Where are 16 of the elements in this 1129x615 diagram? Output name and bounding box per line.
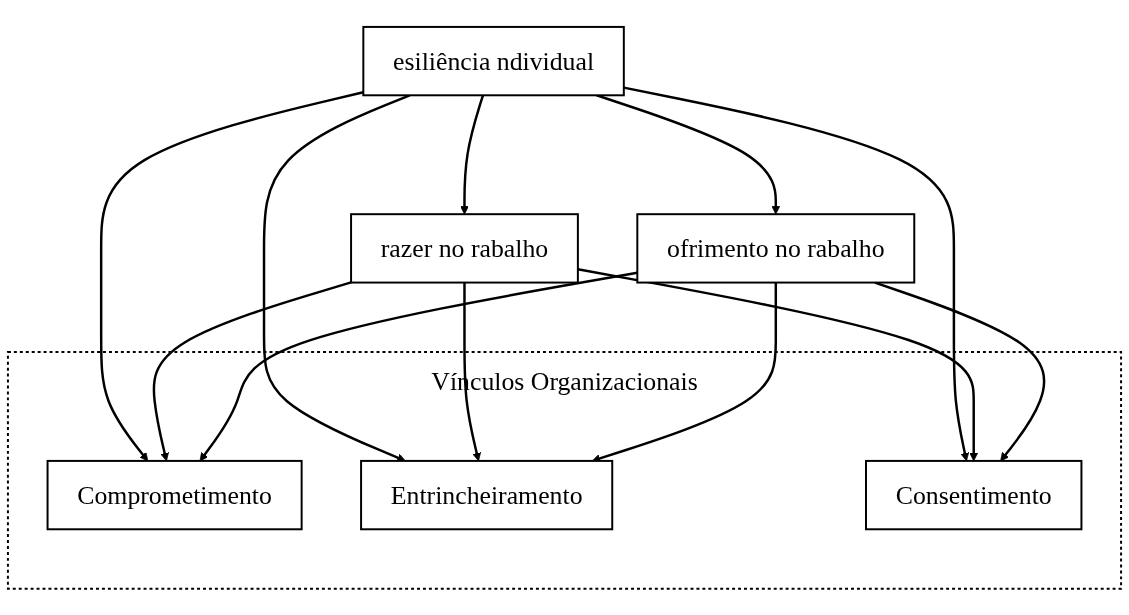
arrow (623, 86, 970, 461)
arrow (577, 267, 979, 461)
arrow (874, 281, 1046, 461)
node-box: razer no rabalho (350, 212, 579, 284)
node-box: Entrincheiramento (360, 459, 614, 530)
node-box: ofrimento no rabalho (636, 212, 916, 284)
node-box: Comprometimento (46, 459, 303, 530)
arrow (199, 271, 638, 461)
arrow (596, 93, 781, 215)
arrow (152, 280, 352, 461)
arrow (99, 90, 364, 461)
node-box: esiliência ndividual (362, 25, 625, 96)
node-box: Consentimento (865, 459, 1083, 530)
arrow (463, 282, 481, 461)
arrow (460, 94, 485, 215)
arrow (262, 93, 411, 462)
